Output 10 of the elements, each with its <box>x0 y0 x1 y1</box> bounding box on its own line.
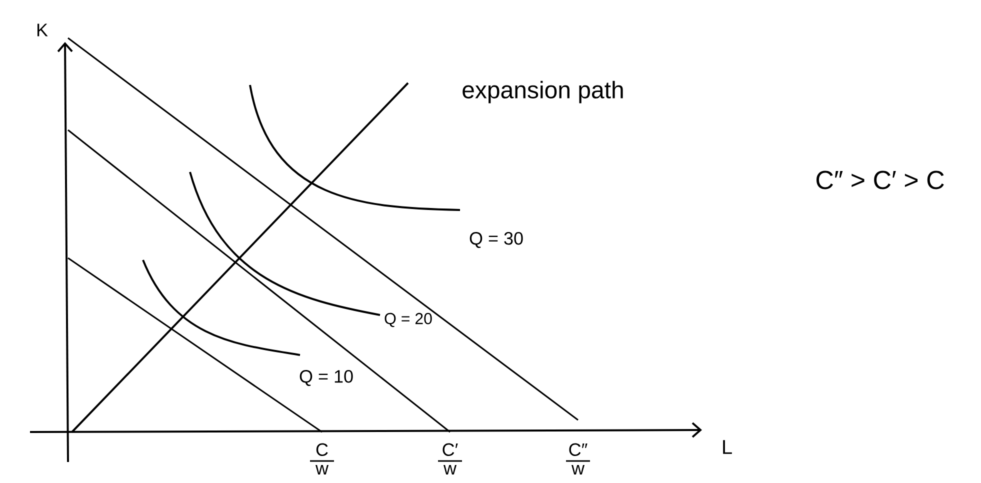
axis-label: C″ > C′ > C <box>816 170 944 190</box>
axis-label: Q = 10 <box>300 370 353 386</box>
axis-label: expansion path <box>462 80 623 104</box>
axis-label: Q = 30 <box>470 232 523 248</box>
axis-label: Q = 20 <box>384 312 432 328</box>
axis-label: K <box>37 24 48 36</box>
fraction-label: C w <box>310 443 334 475</box>
fraction-label: C′ w <box>438 443 462 475</box>
fraction-label: C″ w <box>566 443 590 475</box>
axis-label: L <box>723 440 732 454</box>
